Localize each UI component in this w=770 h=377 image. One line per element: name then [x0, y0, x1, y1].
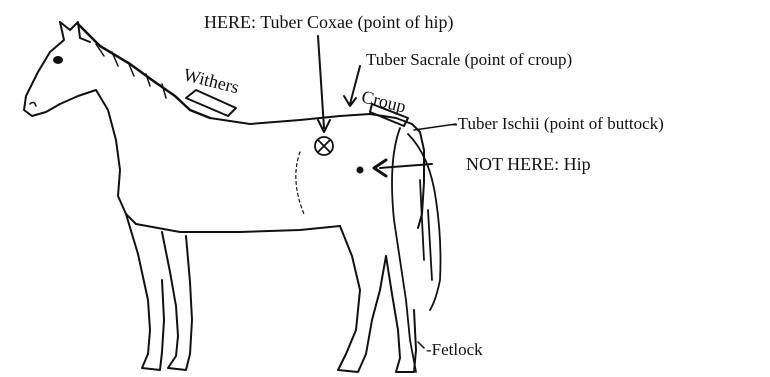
not-here-text: NOT HERE:: [466, 154, 559, 174]
horse-mane-texture: [96, 44, 166, 98]
horse-hind-leg-left: [338, 226, 386, 372]
horse-nostril: [30, 102, 36, 106]
tuber-coxae-arrow: [318, 36, 324, 128]
tuber-coxae-marker-x: [318, 140, 330, 152]
horse-front-leg-right: [162, 232, 192, 370]
hip-label: Hip: [564, 154, 591, 174]
horse-back-outline: [210, 114, 412, 124]
tuber-coxae-label: Tuber Coxae (point of hip): [260, 12, 453, 32]
hip-point: [358, 168, 363, 173]
here-marker-text: HERE:: [204, 12, 256, 32]
horse-flank-line: [296, 152, 304, 214]
tuber-ischii-label: -Tuber Ischii (point of buttock): [452, 114, 664, 134]
fetlock-label: -Fetlock: [426, 340, 483, 360]
horse-belly-outline: [136, 224, 340, 232]
tuber-sacrale-label: Tuber Sacrale (point of croup): [366, 50, 572, 70]
not-here-label: NOT HERE: Hip: [466, 154, 591, 174]
horse-front-leg-left: [126, 214, 164, 370]
here-label: HERE: Tuber Coxae (point of hip): [204, 12, 454, 32]
tuber-ischii-leader: [414, 124, 456, 130]
horse-throat-outline: [96, 90, 136, 224]
horse-hind-leg-right: [386, 256, 416, 372]
horse-head-outline: [24, 22, 96, 116]
fetlock-leader: [418, 342, 424, 348]
horse-eye: [54, 57, 62, 63]
